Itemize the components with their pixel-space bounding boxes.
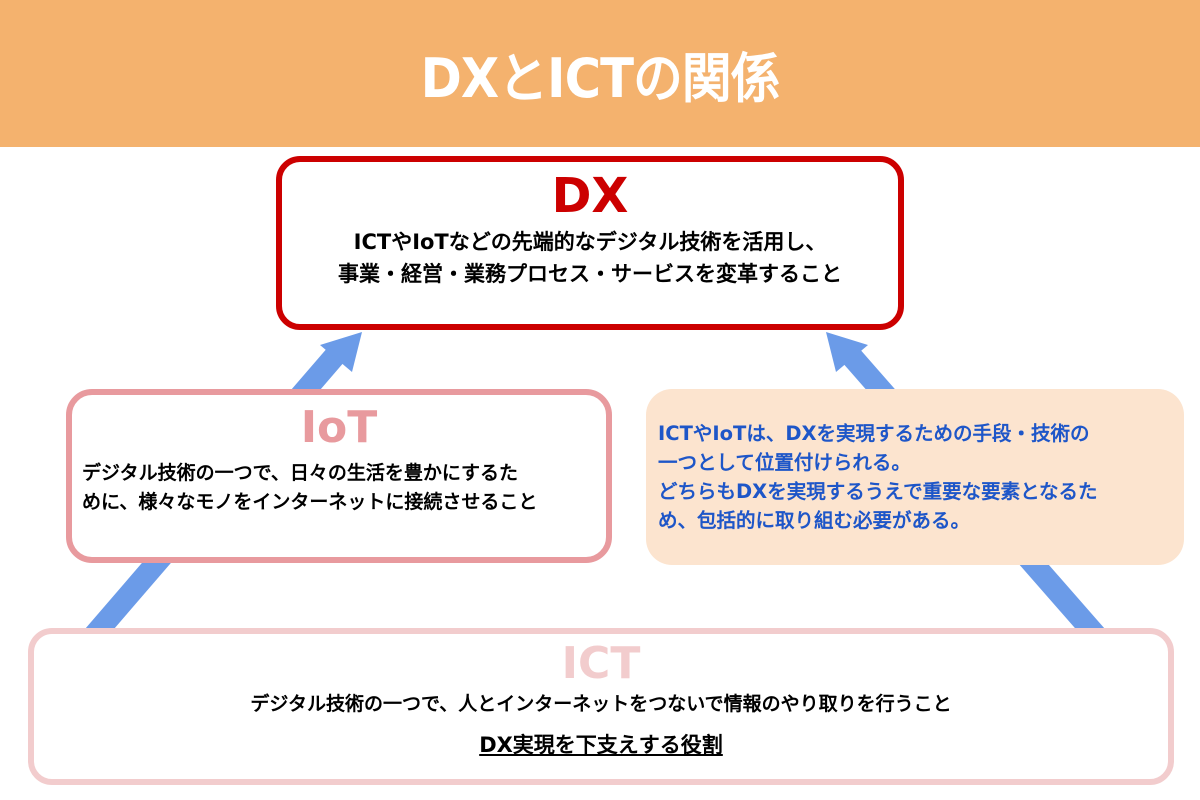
- dx-desc-line: ICTやIoTなどの先端的なデジタル技術を活用し、: [353, 230, 827, 254]
- dx-title: DX: [551, 168, 629, 224]
- iot-desc-line: めに、様々なモノをインターネットに接続させること: [82, 491, 538, 513]
- ict-description: デジタル技術の一つで、人とインターネットをつないで情報のやり取りを行うこと: [250, 693, 952, 715]
- iot-description: デジタル技術の一つで、日々の生活を豊かにするた めに、様々なモノをインターネット…: [72, 459, 606, 517]
- dx-box: DX ICTやIoTなどの先端的なデジタル技術を活用し、 事業・経営・業務プロセ…: [276, 156, 904, 330]
- iot-box: IoT デジタル技術の一つで、日々の生活を豊かにするた めに、様々なモノをインタ…: [66, 389, 612, 563]
- note-text: ICTやIoTは、DXを実現するための手段・技術の 一つとして位置付けられる。 …: [658, 419, 1184, 535]
- note-line: どちらもDXを実現するうえで重要な要素となるた: [658, 480, 1098, 503]
- header-banner: DXとICTの関係: [0, 0, 1200, 147]
- note-box: ICTやIoTは、DXを実現するための手段・技術の 一つとして位置付けられる。 …: [646, 389, 1184, 565]
- dx-description: ICTやIoTなどの先端的なデジタル技術を活用し、 事業・経営・業務プロセス・サ…: [282, 226, 898, 290]
- note-line: め、包括的に取り組む必要がある。: [658, 509, 971, 532]
- dx-desc-line: 事業・経営・業務プロセス・サービスを変革すること: [338, 262, 842, 286]
- ict-box: ICT デジタル技術の一つで、人とインターネットをつないで情報のやり取りを行うこ…: [28, 628, 1174, 785]
- note-line: 一つとして位置付けられる。: [658, 451, 911, 474]
- note-line: ICTやIoTは、DXを実現するための手段・技術の: [658, 422, 1090, 445]
- iot-title: IoT: [300, 402, 378, 453]
- iot-desc-line: デジタル技術の一つで、日々の生活を豊かにするた: [82, 462, 519, 484]
- ict-role: DX実現を下支えする役割: [479, 733, 723, 757]
- page-title: DXとICTの関係: [420, 47, 781, 110]
- ict-title: ICT: [561, 638, 641, 689]
